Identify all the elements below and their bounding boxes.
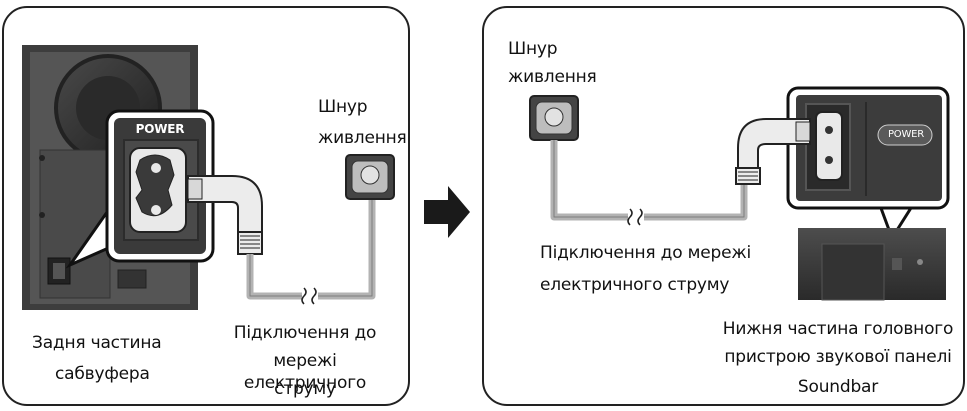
left-power-cord-label-line2: живлення (318, 128, 407, 148)
left-panel (2, 6, 410, 406)
left-cable-outline (249, 194, 373, 297)
left-mains-label-line2: мережі електричного (243, 351, 367, 393)
right-cable-break-icon (627, 208, 633, 226)
soundbar-power-badge (877, 124, 933, 146)
soundbar-inset (786, 86, 950, 210)
power-label: POWER (135, 122, 185, 136)
soundbar-label-line1: Нижня частина головного (722, 319, 954, 339)
subwoofer-label-line1: Задня частина (32, 333, 162, 353)
soundbar-label-line2: пристрою звукової панелі (724, 347, 952, 367)
right-panel (482, 6, 965, 406)
right-l-plug-icon (735, 118, 811, 185)
soundbar-bottom (798, 228, 946, 301)
left-wall-outlet-icon (345, 154, 395, 200)
left-power-cord-label-line1: Шнур (318, 97, 368, 117)
soundbar-label-line3: Soundbar (797, 377, 879, 397)
right-power-cord-label-line2: живлення (508, 67, 597, 87)
left-mains-label-line3: струму (274, 379, 336, 399)
power-inset (105, 109, 215, 263)
right-mains-label-line1: Підключення до мережі (540, 243, 751, 263)
left-mains-label-line1: Підключення до (233, 323, 377, 343)
right-mains-label-line2: електричного струму (540, 275, 730, 295)
right-power-cord-label-line1: Шнур (508, 39, 558, 59)
next-step-arrow-icon (424, 186, 470, 238)
soundbar-power-label: POWER (887, 129, 925, 140)
left-l-plug-icon (187, 175, 263, 255)
subwoofer-label-line2: сабвуфера (55, 364, 150, 384)
right-wall-outlet-icon (529, 95, 579, 141)
soundbar-ac-inlet-icon (815, 111, 843, 181)
left-cable-break-icon (301, 287, 307, 305)
